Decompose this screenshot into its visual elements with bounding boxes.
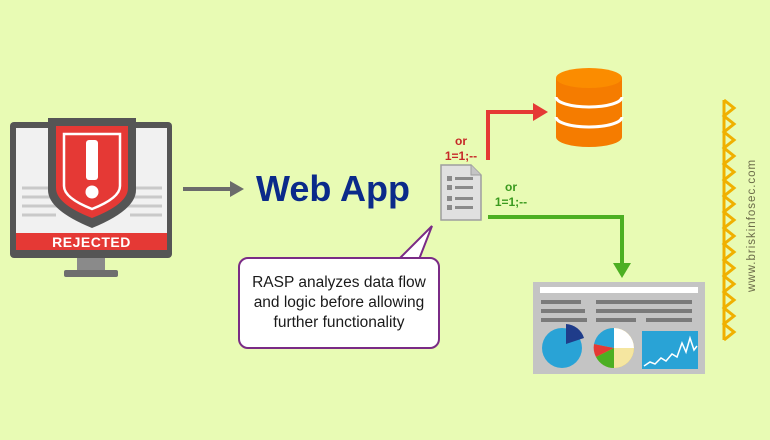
green-injection-line1: or <box>505 180 517 194</box>
green-injection-path <box>488 215 631 278</box>
red-injection-line2: 1=1;-- <box>444 149 478 163</box>
monitor-warning-icon <box>10 118 172 277</box>
rasp-callout-text: RASP analyzes data flow and logic before… <box>252 274 426 331</box>
red-injection-path <box>486 103 548 160</box>
document-icon <box>440 164 482 221</box>
dashboard-icon <box>533 282 705 374</box>
red-injection-label: or 1=1;-- <box>436 134 486 164</box>
rejected-label: REJECTED <box>16 233 167 250</box>
green-injection-label: or 1=1;-- <box>486 180 536 210</box>
green-injection-line2: 1=1;-- <box>494 195 528 209</box>
side-ribbon <box>721 98 737 342</box>
database-icon <box>554 68 624 147</box>
web-app-title: Web App <box>256 168 410 209</box>
rasp-callout: RASP analyzes data flow and logic before… <box>238 257 440 349</box>
brand-watermark: www.briskinfosec.com <box>746 158 758 292</box>
red-injection-line1: or <box>455 134 467 148</box>
flow-arrow-to-webapp <box>183 181 244 197</box>
